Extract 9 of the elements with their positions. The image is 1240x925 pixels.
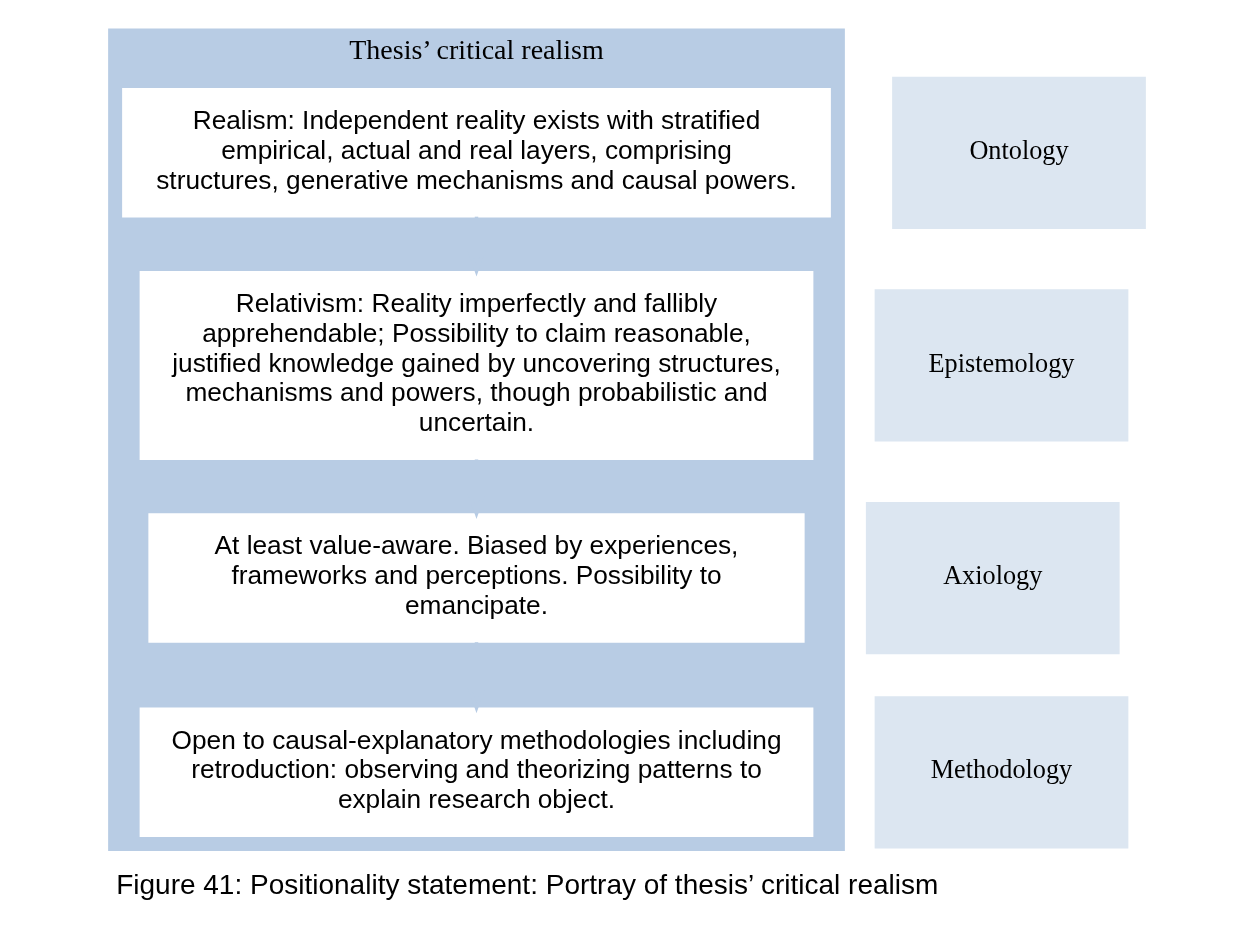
- node-box: Realism: Independent reality exists with stratified empirical, actual and real layers, comprising structures, generative mechanisms and causal powers.: [122, 88, 831, 218]
- node-box: Relativism: Reality imperfectly and fallibly apprehendable; Possibility to claim reasonable, justified knowledge gained by uncovering structures, mechanisms and powers, though probabilistic and uncertain.: [139, 270, 814, 460]
- node-box: Axiology: [865, 501, 1120, 655]
- node-box: Ontology: [892, 76, 1146, 229]
- node-box: Epistemology: [874, 289, 1129, 442]
- node-box: Methodology: [874, 696, 1129, 849]
- node-box: At least value-aware. Biased by experiences, frameworks and perceptions. Possibility to emancipate.: [148, 513, 805, 643]
- node-box: Open to causal-explanatory methodologies including retroduction: observing and theorizing patterns to explain research object.: [139, 707, 814, 837]
- caption: Figure 41: Positionality statement: Portray of thesis’ critical realism: [116, 868, 939, 900]
